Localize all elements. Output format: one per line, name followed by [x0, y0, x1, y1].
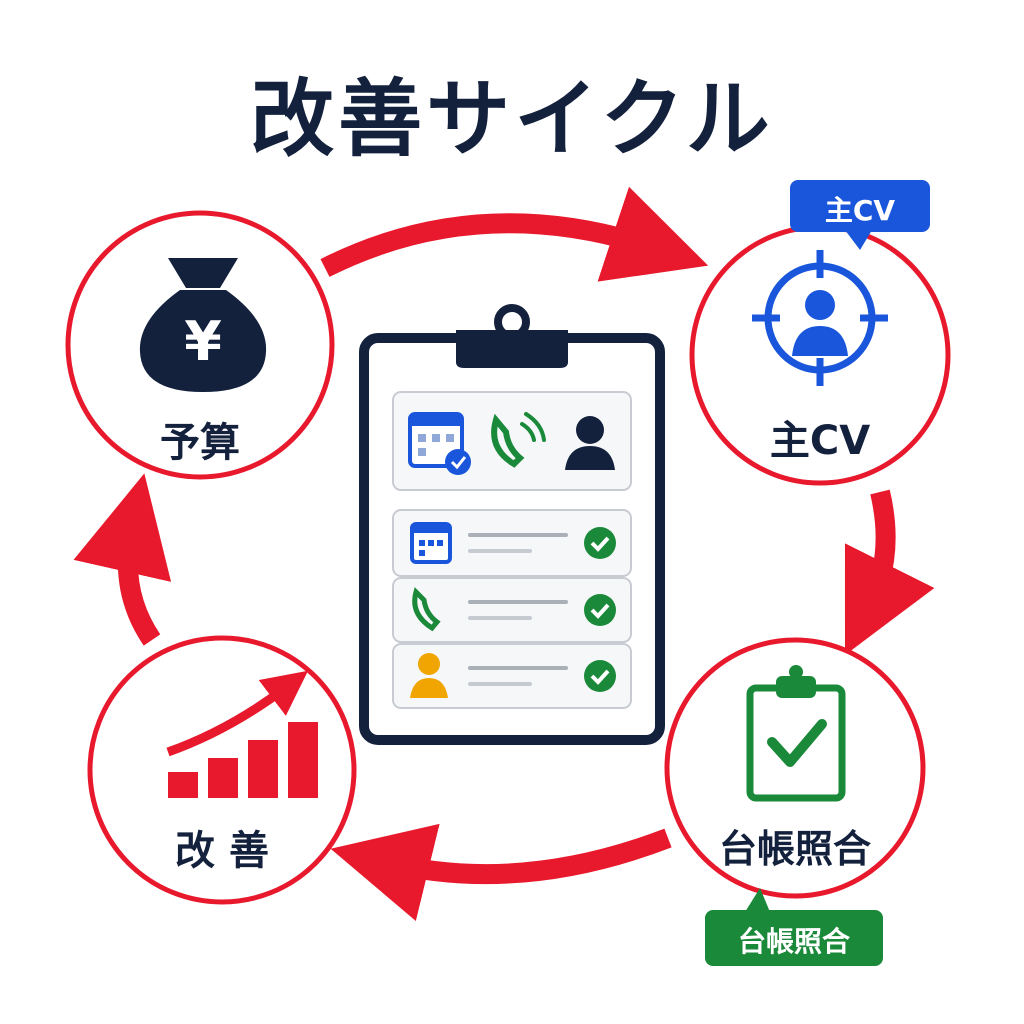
arrow-improve-to-budget	[73, 473, 172, 646]
calendar-icon	[410, 522, 452, 564]
list-row	[392, 509, 632, 577]
list-row	[392, 577, 632, 643]
bubble-ledger-shape	[705, 888, 883, 966]
rising-bar-chart-icon	[166, 670, 318, 798]
central-clipboard	[359, 304, 665, 745]
node-ledger-label: 台帳照合	[718, 827, 871, 871]
bubble-main-cv-text: 主CV	[824, 194, 896, 227]
phone-icon	[412, 587, 441, 632]
yen-glyph: ¥	[184, 310, 222, 373]
node-improve-label: 改 善	[175, 828, 269, 874]
list-row	[392, 643, 632, 709]
check-circle-icon	[584, 527, 616, 559]
check-circle-icon	[584, 594, 616, 626]
clipboard-ring	[494, 304, 530, 340]
page-title: 改善サイクル	[250, 70, 774, 168]
bubble-ledger-text: 台帳照合	[737, 925, 850, 958]
bubble-main-cv-shape	[790, 180, 930, 250]
node-budget-label: 予算	[160, 420, 240, 466]
clipboard-clip	[456, 330, 568, 368]
target-person-icon	[752, 250, 888, 386]
node-main-cv-label: 主CV	[769, 418, 871, 464]
check-circle-icon	[584, 660, 616, 692]
money-bag-yen-icon	[139, 258, 267, 392]
user-gold-icon	[410, 653, 448, 698]
node-ledger-circle	[664, 637, 926, 899]
arrow-budget-to-cv	[320, 186, 709, 282]
clipboard-check-icon	[746, 665, 846, 802]
phone-icon	[491, 412, 546, 468]
calendar-check-icon	[408, 412, 471, 475]
person-icon	[565, 416, 615, 470]
arrow-cv-to-ledger	[844, 489, 935, 656]
arrow-ledger-to-improve	[330, 823, 672, 922]
